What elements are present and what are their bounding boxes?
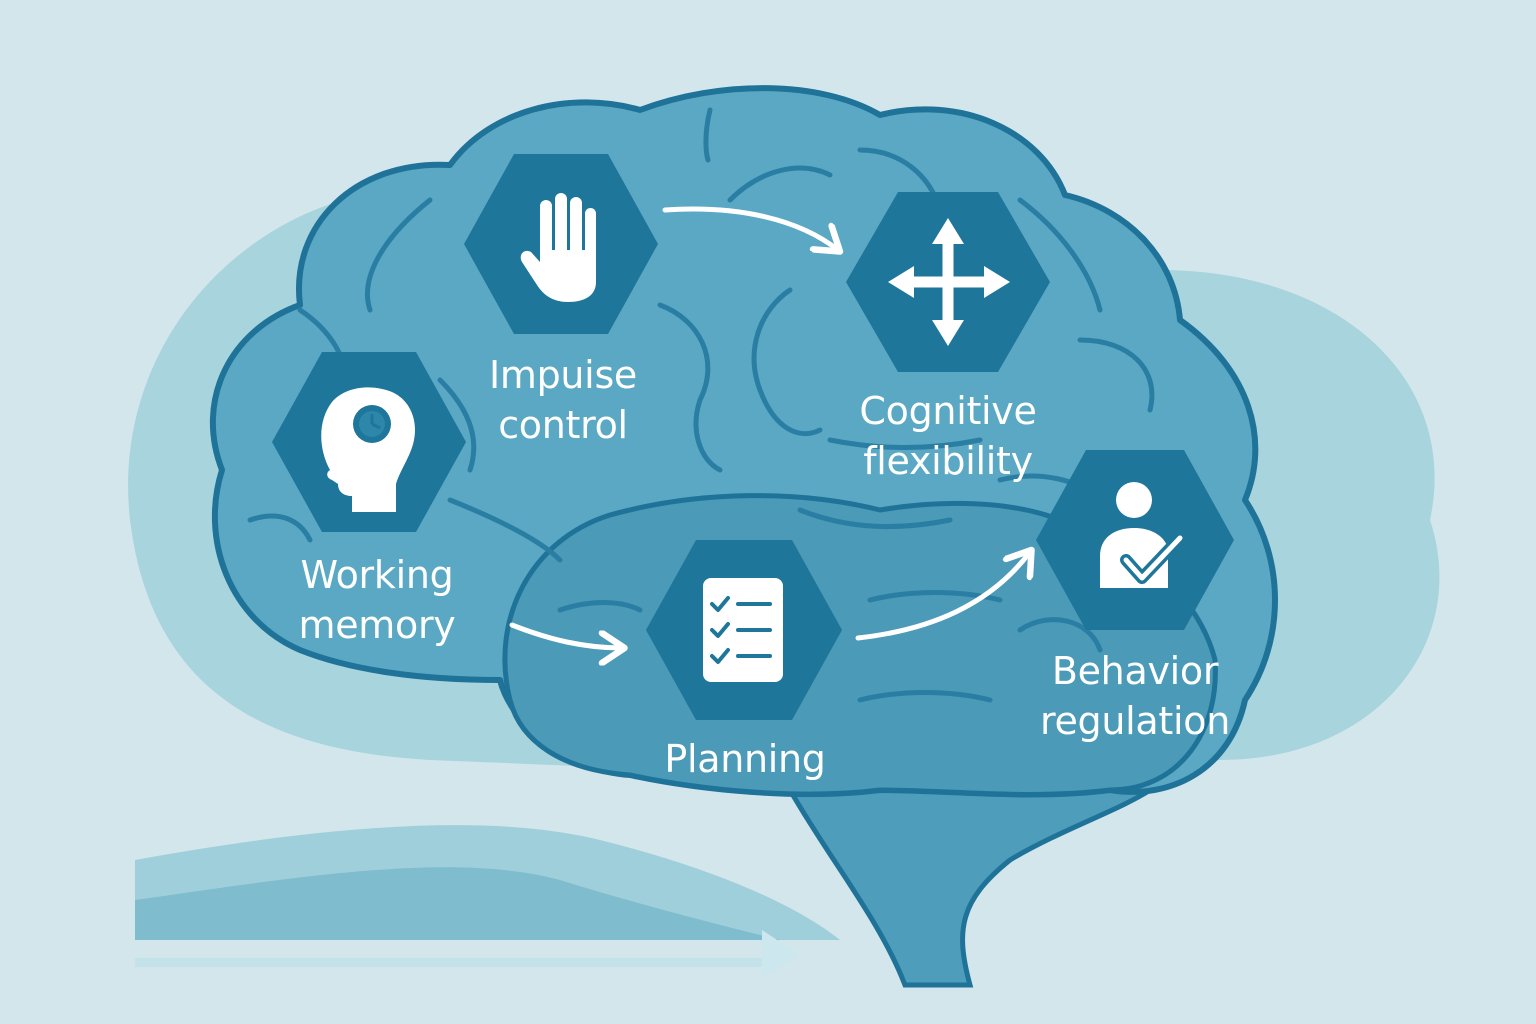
- person-check-icon: [1100, 482, 1186, 588]
- arrow-planning-to-regulation: [855, 552, 1030, 641]
- arrow-impulse-to-flexibility: [662, 206, 838, 250]
- label-behavior-regulation-line-2: regulation: [1039, 699, 1230, 743]
- brain-stem: [785, 787, 1159, 988]
- label-working-memory-line-2: memory: [298, 603, 456, 647]
- four-way-arrows-icon: [888, 218, 1010, 346]
- label-working-memory: Working memory: [262, 550, 492, 650]
- label-impulse-control: Impuise control: [458, 350, 668, 450]
- label-impulse-control-line-1: Impuise: [488, 353, 638, 397]
- label-behavior-regulation: Behavior regulation: [1010, 646, 1260, 746]
- raised-hand-icon: [520, 193, 596, 302]
- arrow-memory-to-planning: [509, 622, 622, 648]
- wave-baseline: [135, 958, 775, 967]
- label-cognitive-flexibility-line-2: flexibility: [863, 439, 1033, 483]
- checklist-icon: [703, 578, 783, 682]
- connections: [509, 206, 1030, 648]
- wave-decoration-dark: [135, 867, 780, 940]
- label-planning: Planning: [630, 734, 860, 784]
- label-working-memory-line-1: Working: [300, 553, 454, 597]
- label-planning-line-1: Planning: [664, 737, 826, 781]
- label-cognitive-flexibility: Cognitive flexibility: [828, 386, 1068, 486]
- wave-arrow-tip: [762, 930, 800, 978]
- label-impulse-control-line-2: control: [498, 403, 628, 447]
- label-behavior-regulation-line-1: Behavior: [1051, 649, 1219, 693]
- label-cognitive-flexibility-line-1: Cognitive: [859, 389, 1037, 433]
- head-with-clock-icon: [321, 387, 416, 512]
